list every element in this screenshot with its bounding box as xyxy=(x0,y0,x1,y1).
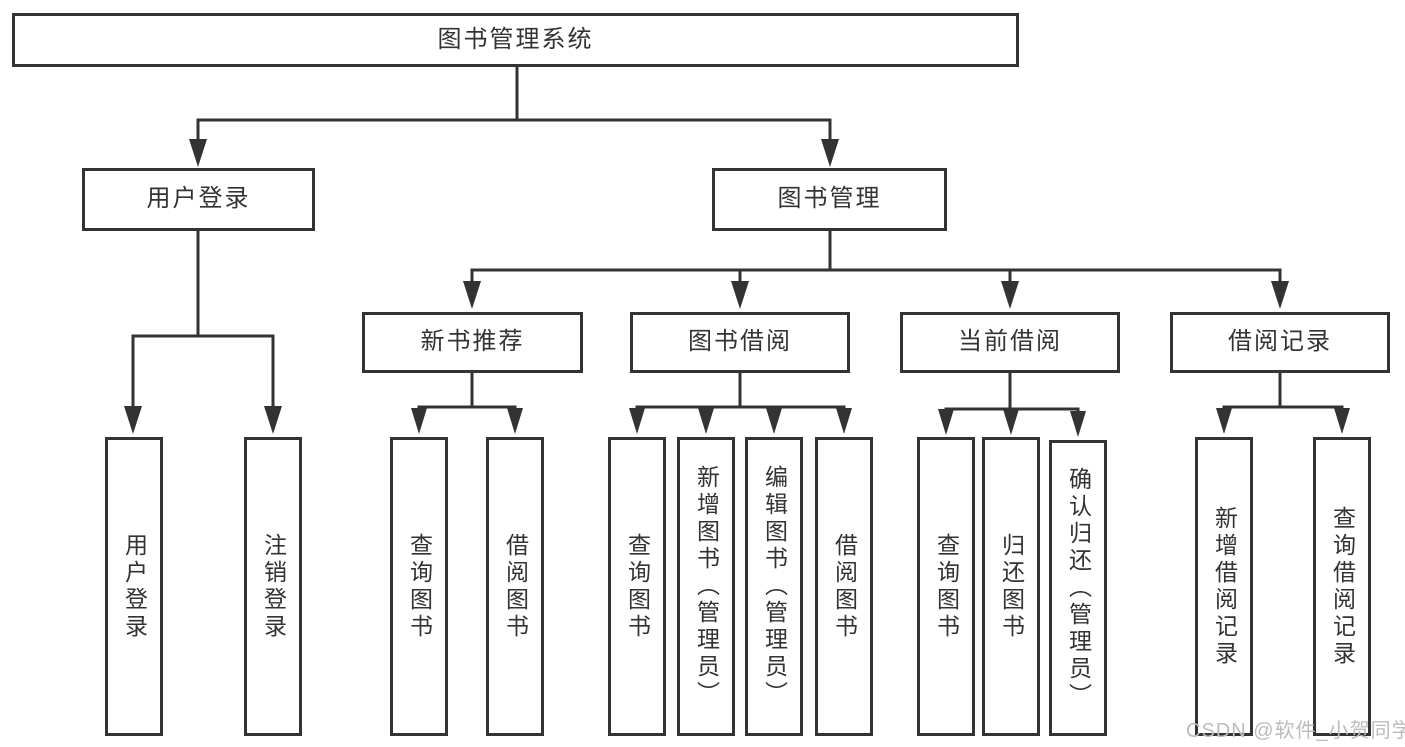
node-book-borrowing: 图书借阅 xyxy=(630,312,850,373)
leaf-newbook-borrow-books: 借阅图书 xyxy=(486,437,544,736)
leaf-current-return-books: 归还图书 xyxy=(982,437,1040,736)
leaf-newbook-query-books: 查询图书 xyxy=(390,437,448,736)
node-library-management-system: 图书管理系统 xyxy=(12,13,1019,67)
leaf-logout: 注销登录 xyxy=(244,437,302,736)
csdn-watermark: CSDN @软件_小贺同学 xyxy=(1186,720,1405,742)
node-book-management: 图书管理 xyxy=(712,168,947,231)
node-borrow-records: 借阅记录 xyxy=(1170,312,1390,373)
leaf-borrowing-edit-books-admin: 编辑图书（管理员） xyxy=(745,437,803,736)
node-current-borrowing: 当前借阅 xyxy=(900,312,1120,373)
leaf-borrowing-query-books: 查询图书 xyxy=(608,437,666,736)
leaf-user-login: 用户登录 xyxy=(105,437,163,736)
leaf-borrowing-add-books-admin: 新增图书（管理员） xyxy=(677,437,735,736)
leaf-records-query-borrow-record: 查询借阅记录 xyxy=(1313,437,1371,736)
node-new-book-recommend: 新书推荐 xyxy=(362,312,583,373)
leaf-current-confirm-return-admin: 确认归还（管理员） xyxy=(1049,440,1107,736)
node-user-login: 用户登录 xyxy=(82,168,315,231)
leaf-records-add-borrow-record: 新增借阅记录 xyxy=(1195,437,1253,736)
leaf-current-query-books: 查询图书 xyxy=(917,437,975,736)
leaf-borrowing-borrow-books: 借阅图书 xyxy=(815,437,873,736)
